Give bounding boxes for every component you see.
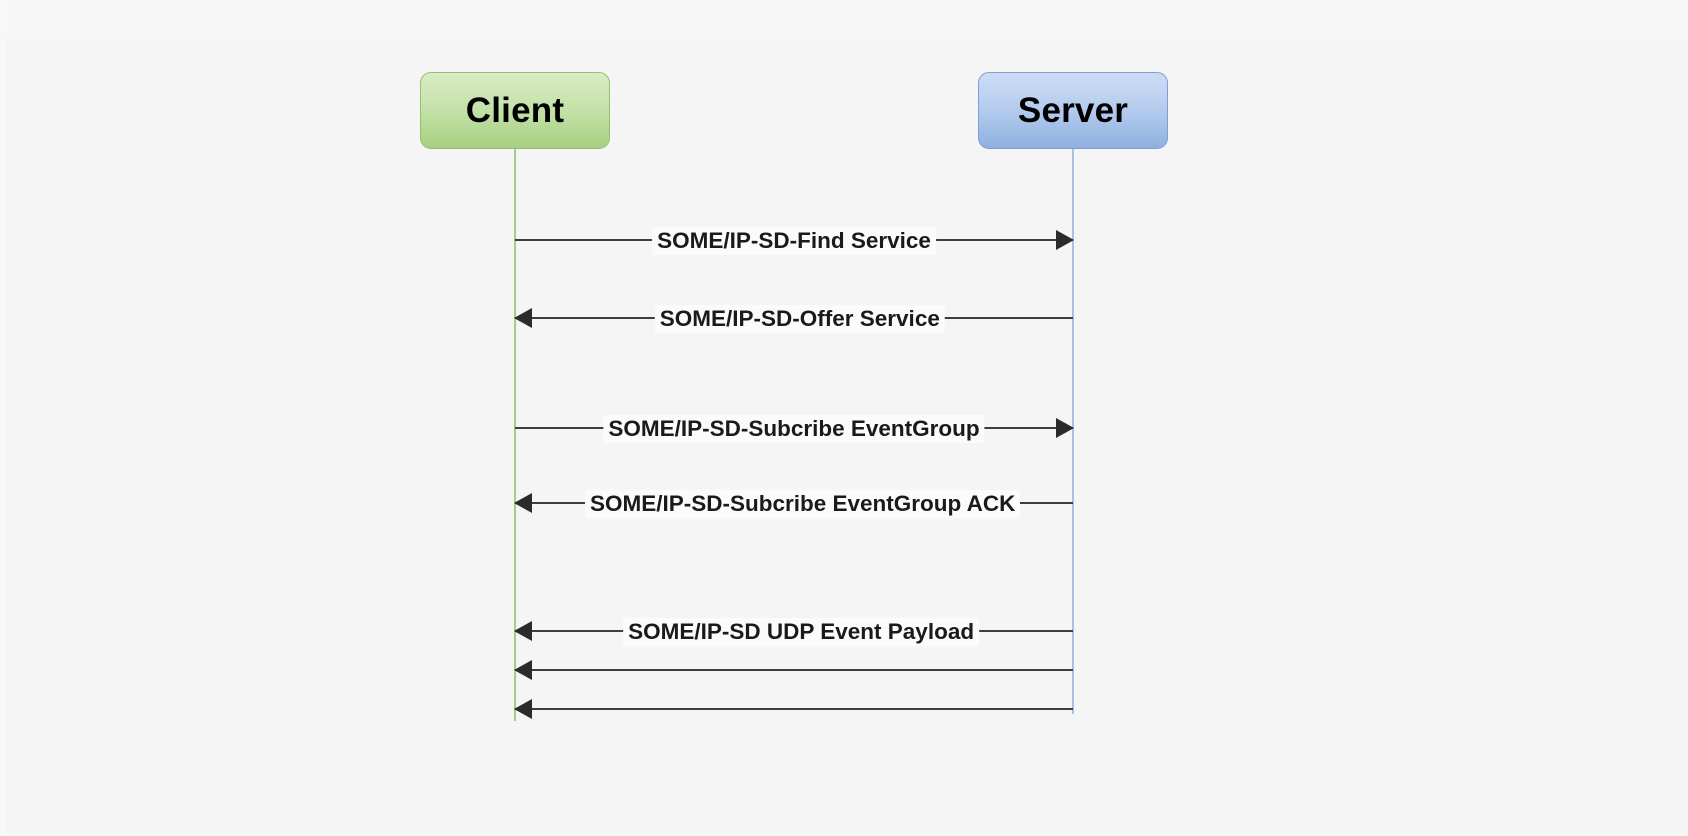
arrowhead-right-icon	[1056, 230, 1074, 250]
participant-client-label: Client	[465, 90, 565, 130]
participant-server[interactable]: Server	[978, 72, 1168, 149]
message-line-7	[515, 708, 1073, 711]
message-arrow-2[interactable]: SOME/IP-SD-Offer Service	[514, 305, 1073, 333]
message-label-2: SOME/IP-SD-Offer Service	[654, 305, 945, 333]
message-arrow-5[interactable]: SOME/IP-SD UDP Event Payload	[514, 618, 1073, 646]
message-label-5: SOME/IP-SD UDP Event Payload	[623, 618, 980, 646]
message-arrow-6[interactable]	[514, 658, 1073, 682]
canvas-left-strip	[0, 0, 6, 836]
message-line-6	[515, 669, 1073, 672]
canvas-top-strip	[0, 0, 1688, 38]
arrowhead-left-icon	[514, 621, 532, 641]
message-label-3: SOME/IP-SD-Subcribe EventGroup	[603, 415, 985, 443]
message-arrow-3[interactable]: SOME/IP-SD-Subcribe EventGroup	[515, 415, 1074, 443]
arrowhead-left-icon	[514, 308, 532, 328]
arrowhead-left-icon	[514, 493, 532, 513]
message-arrow-1[interactable]: SOME/IP-SD-Find Service	[515, 227, 1074, 255]
arrowhead-right-icon	[1056, 418, 1074, 438]
message-label-4: SOME/IP-SD-Subcribe EventGroup ACK	[584, 490, 1021, 518]
arrowhead-left-icon	[514, 660, 532, 680]
arrowhead-left-icon	[514, 699, 532, 719]
lifeline-client	[514, 148, 516, 721]
message-arrow-7[interactable]	[514, 697, 1073, 721]
message-arrow-4[interactable]: SOME/IP-SD-Subcribe EventGroup ACK	[514, 490, 1073, 518]
participant-server-label: Server	[1017, 90, 1129, 130]
message-label-1: SOME/IP-SD-Find Service	[652, 227, 936, 255]
participant-client[interactable]: Client	[420, 72, 610, 149]
